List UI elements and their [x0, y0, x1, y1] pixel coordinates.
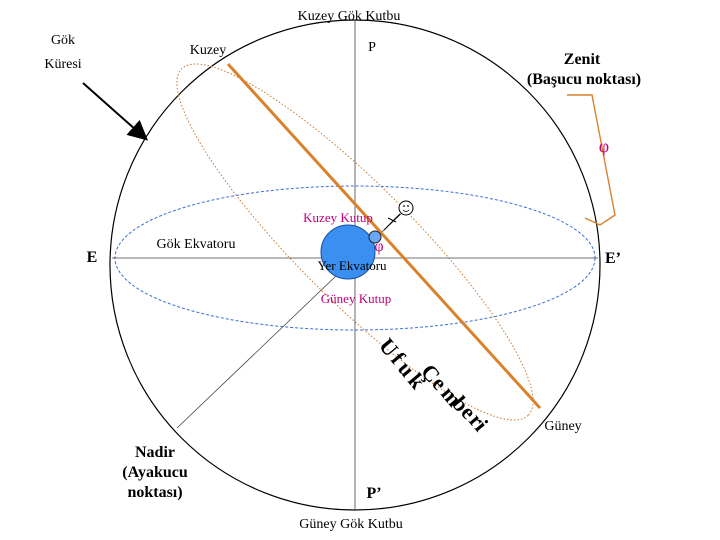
nadir-label-line3: noktası) [127, 484, 182, 501]
north-celestial-pole-label: Kuzey Gök Kutbu [298, 9, 401, 24]
observer-leg-icon [384, 224, 390, 230]
celestial-sphere-label-line2: Küresi [44, 57, 81, 72]
phi-center-label: φ [374, 238, 383, 255]
observer-icon [399, 201, 413, 215]
zenith-label-line1: Zenit [564, 51, 601, 68]
celestial-sphere-label-line1: Gök [51, 33, 75, 48]
horizon-circle-label: U f u k Ç e m b e r i [374, 333, 493, 436]
nadir-label-line2: (Ayakucu [122, 464, 188, 481]
earth-north-pole-label: Kuzey Kutup [303, 210, 373, 225]
phi-right-label: φ [599, 136, 609, 156]
zenith-label-line2: (Başucu noktası) [527, 71, 641, 88]
observer-eye-right-icon [407, 205, 409, 207]
observer-body-icon [390, 214, 400, 224]
sphere-pointer-arrow [83, 83, 145, 138]
p-label: P [368, 40, 376, 55]
e-label: E [87, 249, 98, 266]
observer-eye-left-icon [403, 205, 405, 207]
earth-south-pole-label: Güney Kutup [321, 291, 391, 306]
south-celestial-pole-label: Güney Gök Kutbu [299, 517, 402, 532]
south-label: Güney [544, 419, 581, 434]
nadir-label-line1: Nadir [135, 444, 175, 461]
e-prime-label: E’ [605, 250, 621, 267]
north-label: Kuzey [190, 43, 227, 58]
zenith-bracket [567, 95, 615, 225]
p-prime-label: P’ [366, 485, 381, 502]
earth-equator-label: Yer Ekvatoru [317, 258, 387, 273]
celestial-equator-label: Gök Ekvatoru [157, 237, 236, 252]
